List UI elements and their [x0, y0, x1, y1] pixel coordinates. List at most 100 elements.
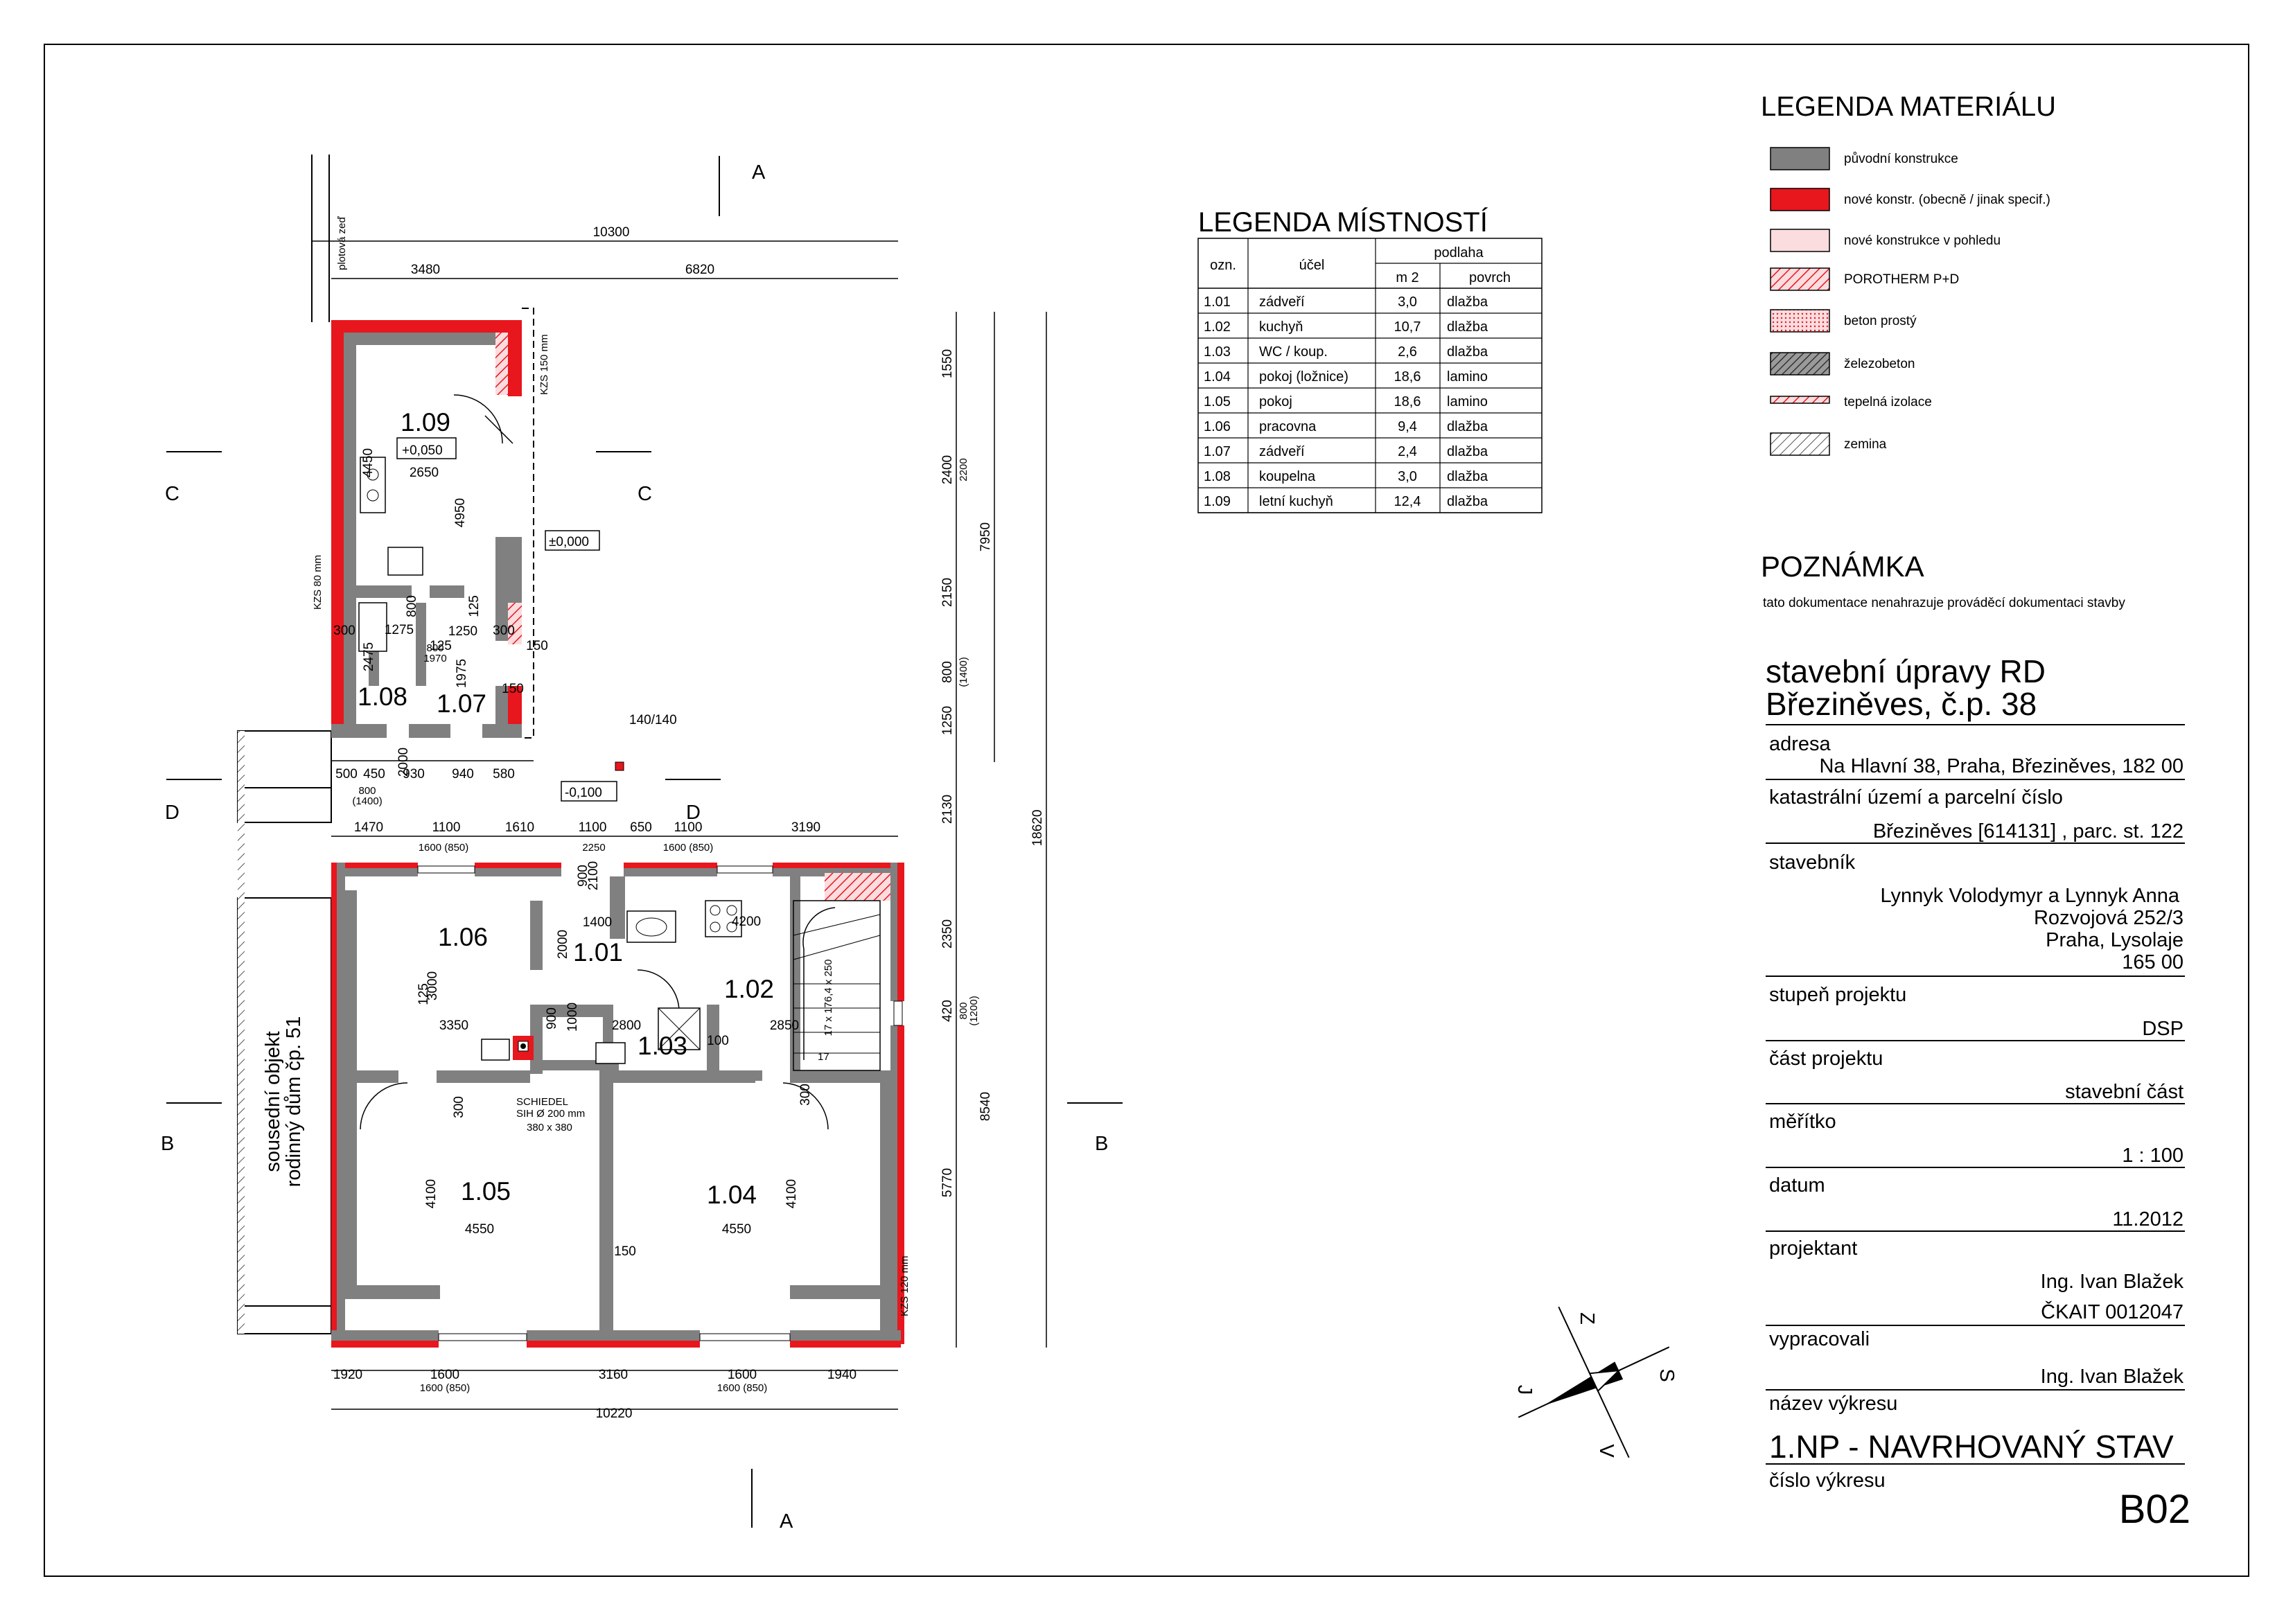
- row-area: 9,4: [1398, 419, 1417, 434]
- dimension-value: 2850: [770, 1018, 799, 1033]
- dimension-value: 3190: [791, 820, 820, 835]
- dimension-value: 800: [940, 661, 955, 683]
- row-surface: dlažba: [1447, 494, 1488, 509]
- dimension-value: 18620: [1030, 810, 1045, 847]
- kzs120-label: KZS 120 mm: [899, 1255, 911, 1316]
- dimension-value: 1100: [432, 820, 461, 835]
- date-value: 11.2012: [2112, 1208, 2184, 1230]
- row-surface: dlažba: [1447, 294, 1488, 310]
- sheet-frame: [44, 44, 2249, 1577]
- dimension-value: 2150: [940, 578, 955, 607]
- room-1-03: 1.03: [638, 1032, 687, 1060]
- room-1-02: 1.02: [724, 975, 774, 1003]
- main-walls: [331, 863, 904, 1348]
- row-purpose: pokoj: [1259, 394, 1292, 409]
- compass-w: J: [1513, 1385, 1536, 1395]
- dimension-value: 3350: [439, 1018, 468, 1033]
- row-code: 1.04: [1204, 369, 1231, 385]
- dimension-value: 1600: [728, 1368, 757, 1382]
- row-area: 2,6: [1398, 344, 1417, 360]
- builder-line1: Lynnyk Volodymyr a Lynnyk Anna: [1881, 885, 2180, 907]
- legend-label-insulation: tepelná izolace: [1844, 395, 1932, 409]
- washbasin: [595, 1042, 626, 1064]
- section-a-top: A: [752, 161, 766, 184]
- dimension-value: 1550: [940, 349, 955, 378]
- dimension-value: 2200: [958, 458, 969, 481]
- row-code: 1.08: [1204, 469, 1231, 484]
- dimension-value: 1275: [385, 623, 414, 637]
- legend-swatch-red-fill: [1770, 188, 1830, 211]
- dimension-value: 4450: [361, 448, 376, 477]
- scale-value: 1 : 100: [2122, 1145, 2184, 1167]
- dimension-value: 4100: [424, 1179, 439, 1208]
- dimension-value: 3000: [425, 971, 440, 1000]
- legend-label-red-fill: nové konstr. (obecně / jinak specif.): [1844, 193, 2050, 207]
- dimension-value: 2350: [940, 919, 955, 948]
- row-area: 3,0: [1398, 469, 1417, 484]
- dimension-value: 800: [958, 1002, 969, 1019]
- row-purpose: kuchyň: [1259, 319, 1303, 335]
- neighbour-label: sousední objekt: [262, 1031, 284, 1172]
- builder-label: stavebník: [1769, 851, 1856, 874]
- dimension-value: 2250: [582, 842, 605, 854]
- row-area: 18,6: [1394, 369, 1421, 385]
- dimension-value: 4950: [453, 498, 468, 527]
- dimension-value: 300: [798, 1084, 813, 1106]
- dimension-value: (1400): [958, 657, 969, 687]
- neighbour-building: [237, 897, 332, 1307]
- room-legend-title: LEGENDA MÍSTNOSTÍ: [1198, 206, 1488, 238]
- dimension-value: 8540: [978, 1092, 993, 1121]
- row-surface: lamino: [1447, 369, 1488, 385]
- project-title-line2: Březiněves, č.p. 38: [1766, 686, 2037, 722]
- row-code: 1.02: [1204, 319, 1231, 335]
- address-label: adresa: [1769, 733, 1831, 755]
- row-purpose: pracovna: [1259, 419, 1317, 434]
- section-b-right: B: [1095, 1133, 1108, 1155]
- section-b-left: B: [161, 1133, 174, 1155]
- dimension-value: 1920: [333, 1368, 362, 1382]
- drain-label: 140/140: [629, 713, 677, 727]
- dimension-value: 150: [502, 682, 524, 696]
- dimension-value: 1975: [455, 659, 469, 688]
- dimension-value: 1100: [674, 820, 703, 835]
- dimension-value: 420: [940, 1000, 955, 1022]
- room-1-08: 1.08: [358, 682, 407, 711]
- dimension-value: 1940: [827, 1368, 856, 1382]
- cadastre-label: katastrální území a parcelní číslo: [1769, 786, 2063, 809]
- dimension-value: 450: [363, 767, 385, 782]
- room-1-09: 1.09: [401, 408, 450, 436]
- drawing-name-value: 1.NP - NAVRHOVANÝ STAV: [1769, 1429, 2174, 1465]
- title-block: stavební úpravy RD Březiněves, č.p. 38 a…: [1766, 653, 2190, 1532]
- row-surface: dlažba: [1447, 469, 1488, 484]
- section-a-bottom: A: [780, 1510, 793, 1533]
- row-code: 1.03: [1204, 344, 1231, 360]
- prepared-label: vypracovali: [1769, 1328, 1870, 1350]
- dimension-value: 2650: [410, 466, 439, 480]
- stairs-label: 17 x 176,4 x 250: [823, 960, 834, 1036]
- dimension-value: 650: [630, 820, 652, 835]
- builder-line3: Praha, Lysolaje: [2046, 929, 2184, 951]
- legend-swatch-hatch: [1770, 432, 1830, 456]
- hdr-floor: podlaha: [1434, 245, 1484, 261]
- row-purpose: WC / koup.: [1259, 344, 1328, 360]
- dimension-value: 6820: [685, 263, 714, 277]
- legend-swatch-dotted-pink: [1770, 309, 1830, 333]
- row-code: 1.06: [1204, 419, 1231, 434]
- legend-label-gray-fill: původní konstrukce: [1844, 152, 1958, 166]
- note-text: tato dokumentace nenahrazuje prováděcí d…: [1763, 596, 2125, 610]
- kzs80-label: KZS 80 mm: [312, 555, 324, 610]
- dimension-value: 7950: [978, 522, 993, 551]
- part-label: část projektu: [1769, 1048, 1883, 1070]
- chimney-label1: SCHIEDEL: [516, 1096, 568, 1108]
- legend-label-dotted-pink: beton prostý: [1844, 314, 1917, 328]
- dimension-value: 125: [430, 639, 452, 653]
- section-d-left: D: [165, 802, 179, 824]
- compass-s: V: [1595, 1444, 1617, 1458]
- row-area: 18,6: [1394, 394, 1421, 409]
- level-entrance: -0,100: [565, 786, 602, 800]
- room-1-09-level: +0,050: [402, 443, 443, 458]
- hdr-area: m 2: [1396, 270, 1418, 285]
- legend-swatch-pink-fill: [1770, 229, 1830, 252]
- boundary-wall-label: plotová zeď: [336, 216, 348, 270]
- section-d-right: D: [686, 802, 701, 824]
